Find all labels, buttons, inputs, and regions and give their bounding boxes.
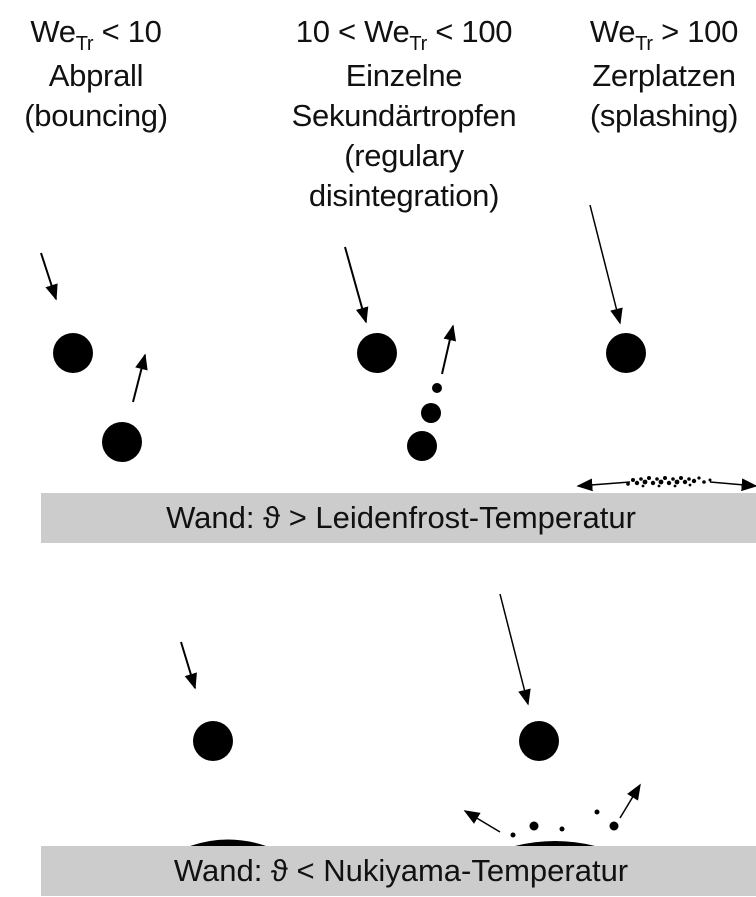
regime-disintegration: 10 < WeTr < 100 Einzelne Sekundärtropfen… <box>258 12 550 216</box>
impact-arrow <box>180 641 197 690</box>
incoming-droplet <box>193 721 233 761</box>
cool-splash-scene <box>463 593 641 846</box>
incoming-droplet <box>606 333 646 373</box>
rebounding-droplet <box>102 422 142 462</box>
deposited-film <box>515 841 595 846</box>
secondary-droplet <box>594 809 600 815</box>
weber-condition: 10 < WeTr < 100 <box>295 14 513 55</box>
weber-condition: WeTr > 100 <box>589 14 739 55</box>
regime-label-en: (splashing) <box>589 98 739 133</box>
impact-arrow <box>499 593 531 706</box>
splash-arrow-right <box>619 783 641 819</box>
bouncing-scene <box>40 252 148 462</box>
incoming-droplet <box>519 721 559 761</box>
incoming-droplet <box>53 333 93 373</box>
rebound-arrow <box>132 353 148 403</box>
regime-label-de: Sekundärtropfen <box>291 98 517 133</box>
impact-arrow <box>40 252 58 301</box>
wall-nukiyama: Wand: ϑ < Nukiyama-Temperatur <box>41 846 756 896</box>
incoming-droplet <box>357 333 397 373</box>
secondary-droplet <box>510 832 516 838</box>
wall-leidenfrost: Wand: ϑ > Leidenfrost-Temperatur <box>41 493 756 543</box>
secondary-droplet <box>559 826 565 832</box>
regime-bouncing: WeTr < 10 Abprall (bouncing) <box>0 12 192 136</box>
secondary-droplet <box>609 821 619 831</box>
spread-arrow-left <box>576 478 631 492</box>
regime-label-en: (regulary <box>344 138 464 173</box>
disintegration-scene <box>344 246 457 461</box>
regime-label-de: Abprall <box>48 58 144 93</box>
secondary-droplet <box>432 383 442 393</box>
regime-label-en: disintegration) <box>308 178 500 213</box>
regime-splashing: WeTr > 100 Zerplatzen (splashing) <box>566 12 756 136</box>
impact-arrow <box>589 204 623 325</box>
splash-fragments <box>626 476 712 488</box>
regime-label-en: (bouncing) <box>24 98 168 133</box>
splashing-scene <box>576 204 756 492</box>
secondary-droplet <box>529 821 539 831</box>
weber-condition: WeTr < 10 <box>30 14 162 55</box>
splash-arrow-left <box>463 810 501 833</box>
impact-arrow <box>344 246 369 324</box>
regime-label-de: Zerplatzen <box>592 58 736 93</box>
regime-label-de: Einzelne <box>345 58 463 93</box>
deposition-scene <box>180 641 266 846</box>
spread-arrow-right <box>709 478 756 492</box>
secondary-droplet <box>407 431 437 461</box>
deposited-film <box>190 839 266 846</box>
secondary-droplet <box>421 403 441 423</box>
rebound-arrow <box>441 324 457 375</box>
